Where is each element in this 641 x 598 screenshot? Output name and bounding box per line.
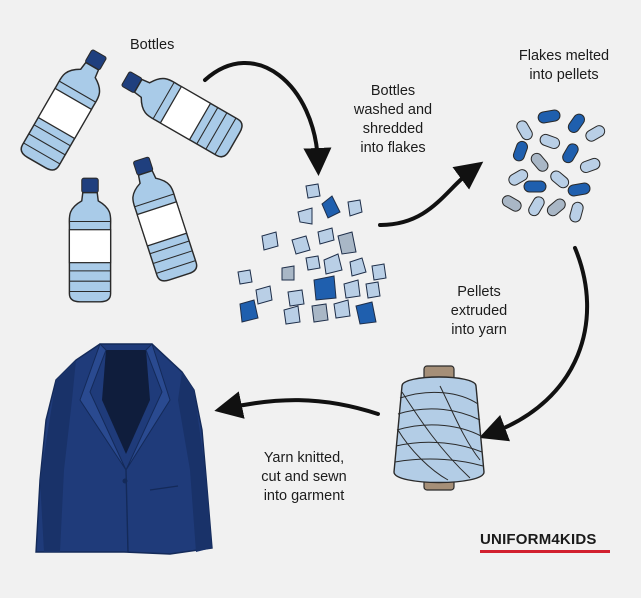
pellet-icon [508,169,529,186]
flake-icon [261,231,279,251]
flake-icon [305,255,321,271]
pellet-icon [585,125,606,142]
flake-icon [323,253,343,275]
label-bottles: Bottles [130,37,175,53]
pellet-icon [546,198,566,217]
flake-icon [333,299,351,319]
flake-icon [349,257,367,277]
pellet-icon [516,120,533,141]
label-bottles-washed: Bottles washed and shredded into flakes [353,83,433,156]
flake-icon [365,281,381,299]
bottle-icon [114,59,246,161]
flake-icon [355,301,377,325]
flake-icon [255,285,273,305]
flake-icon [287,289,305,307]
flake-icon [237,269,253,285]
pellet-icon [550,170,570,189]
curved-arrow-icon [478,246,590,442]
bottle-icon [68,177,112,303]
pellet-icon [537,109,561,124]
pellet-icon [562,143,579,164]
label-flakes-melted: Flakes melted into pellets [518,48,610,83]
pellet-icon [579,157,601,174]
blazer-icon [35,343,213,555]
label-pellets-extruded: Pellets extruded into yarn [450,284,508,338]
flake-icon [337,231,357,255]
pellet-icon [569,201,584,223]
logo-underline [480,550,610,553]
bottle-icon [17,42,119,174]
curved-arrow-icon [214,391,380,419]
flake-icon [311,303,329,323]
pellet-icon [501,195,522,212]
curved-arrow-icon [378,161,484,227]
flake-icon [291,235,311,255]
pellet-icon [528,196,545,217]
pellet-icon [567,113,585,133]
pellet-icon [530,152,549,172]
flake-icon [281,265,295,281]
curved-arrow-icon [203,60,332,176]
flake-icon [371,263,387,281]
pellet-icon [539,133,561,150]
bottles-group [17,42,246,303]
pellet-icon [512,140,529,162]
flake-icon [297,207,313,225]
bottle-icon [120,152,200,284]
pellet-icon [567,182,591,197]
flake-icon [313,275,337,301]
label-yarn-knitted: Yarn knitted, cut and sewn into garment [261,450,347,504]
yarn-spool-icon [393,365,485,491]
flakes-group [237,183,387,325]
flake-icon [305,183,321,199]
pellet-icon [523,180,547,193]
brand-logo: UNIFORM4KIDS [480,531,597,548]
flake-icon [239,299,259,323]
flake-icon [343,279,361,299]
pellets-group [501,109,606,223]
flake-icon [321,195,341,219]
flake-icon [283,305,301,325]
flake-icon [347,199,363,217]
flake-icon [317,227,335,245]
